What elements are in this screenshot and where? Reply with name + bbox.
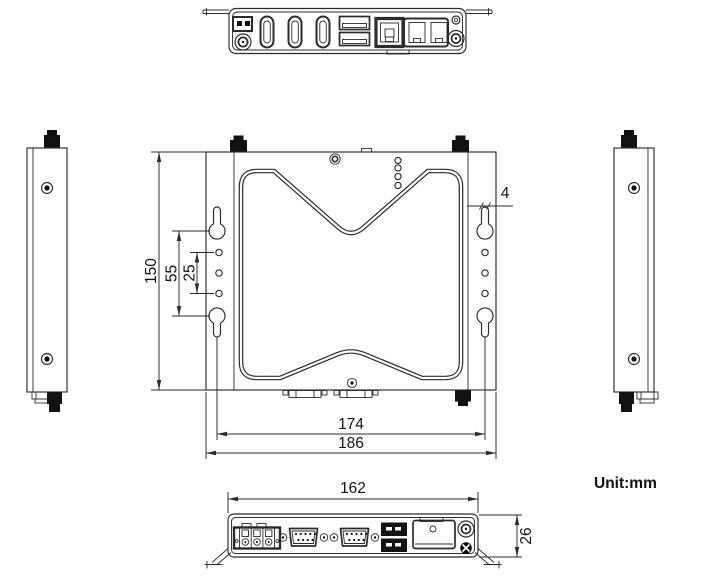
rear-chassis-outline xyxy=(228,7,467,55)
mount-holes-right xyxy=(481,248,489,298)
antenna-connector-front xyxy=(457,520,475,538)
mount-holes-left xyxy=(215,248,223,298)
keyhole-left-bottom xyxy=(208,307,226,338)
front-chassis-outline xyxy=(227,513,479,558)
dc-jack xyxy=(234,33,252,51)
dim-label-keyhole-spacing: 55 xyxy=(164,265,181,282)
dim-mount-width-174: 174 xyxy=(216,337,486,440)
right-side-screw-top xyxy=(627,181,641,195)
usb-ports-front xyxy=(381,522,407,552)
right-side-view xyxy=(613,130,659,412)
dim-overall-width-186: 186 xyxy=(205,392,497,459)
top-edge-tab xyxy=(361,148,372,153)
sim-card-slot xyxy=(412,517,456,550)
antenna-top-right-side xyxy=(621,130,637,148)
dual-lan-port xyxy=(403,17,449,48)
serial-port-1 xyxy=(278,527,329,547)
dim-label-front-height: 26 xyxy=(518,527,535,544)
lan-port xyxy=(374,16,405,49)
rear-bottom-tab xyxy=(386,49,410,55)
chassis-side-walls xyxy=(233,152,469,390)
left-side-view xyxy=(26,130,68,412)
front-chassis-inner-outline xyxy=(231,517,475,554)
keyhole-right-bottom xyxy=(476,307,494,338)
mounting-bracket-left xyxy=(202,8,229,16)
status-led-holes xyxy=(394,156,402,190)
mounting-bracket-right xyxy=(466,8,493,16)
serial-ports-protrusion xyxy=(282,390,379,398)
antenna-bottom-right-side xyxy=(619,392,634,412)
panel-screw xyxy=(460,542,472,554)
antenna-hole-rear xyxy=(451,15,461,25)
keyhole-left-top xyxy=(208,206,226,240)
antenna-top-left xyxy=(230,135,247,152)
dim-label-overall-width: 186 xyxy=(338,435,364,452)
right-side-serial-profile xyxy=(636,391,659,404)
power-terminal-block-rear xyxy=(232,16,253,32)
hdmi-port-1 xyxy=(259,15,275,49)
hdmi-port-2 xyxy=(287,15,303,49)
antenna-top-right xyxy=(452,135,469,152)
screw-bottom xyxy=(346,377,358,389)
dim-keyhole-spacing-55: 55 xyxy=(164,230,210,317)
dim-front-width-162: 162 xyxy=(227,480,479,513)
dim-height-150: 150 xyxy=(143,151,208,391)
antenna-bottom-right xyxy=(455,390,471,406)
top-view: 150 55 25 4 174 186 xyxy=(143,135,513,459)
heatsink-outline xyxy=(238,168,464,381)
front-bracket-right xyxy=(474,548,502,569)
dim-front-height-26: 26 xyxy=(479,514,535,558)
dim-label-height: 150 xyxy=(143,258,160,284)
front-panel-view: 162 xyxy=(204,480,535,569)
rear-panel-view xyxy=(202,7,493,55)
hdmi-port-3 xyxy=(315,15,331,49)
dim-label-hole-spacing: 25 xyxy=(182,264,199,281)
antenna-top-left-side xyxy=(44,130,60,148)
right-side-screw-bottom xyxy=(627,352,641,366)
left-side-screw-bottom xyxy=(40,352,54,366)
screw-top xyxy=(329,153,341,165)
unit-label: Unit:mm xyxy=(594,475,657,492)
chassis-outline xyxy=(205,151,497,391)
left-side-screw-top xyxy=(40,181,54,195)
usb-ports-rear xyxy=(338,15,371,47)
antenna-connector-rear xyxy=(447,29,465,48)
antenna-bottom-left-side xyxy=(47,392,62,412)
dim-label-slot-width: 4 xyxy=(501,185,510,202)
power-terminal-block-front xyxy=(232,523,282,550)
dim-slot-width-4: 4 xyxy=(467,185,513,210)
dim-label-front-width: 162 xyxy=(340,480,366,497)
keyhole-right-top xyxy=(476,206,494,240)
dim-hole-spacing-25: 25 xyxy=(182,252,214,294)
front-bracket-left xyxy=(204,548,232,569)
dim-label-mount-width: 174 xyxy=(338,416,364,433)
serial-port-2 xyxy=(329,527,380,547)
